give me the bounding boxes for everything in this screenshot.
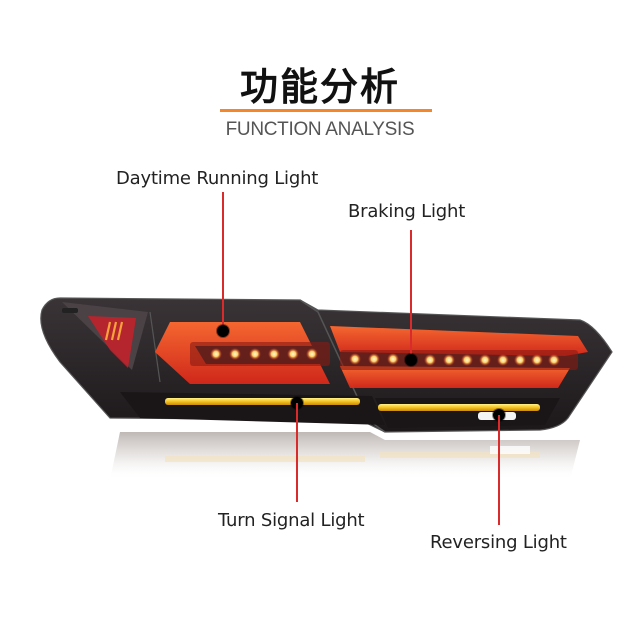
title-divider <box>220 109 432 112</box>
callout-label-turn-signal-light: Turn Signal Light <box>218 510 365 531</box>
page-title-english: FUNCTION ANALYSIS <box>225 119 415 140</box>
callout-line-daytime-running-light <box>222 192 224 331</box>
callout-label-daytime-running-light: Daytime Running Light <box>116 168 319 189</box>
callout-label-reversing-light: Reversing Light <box>430 532 567 553</box>
page-title-chinese: 功能分析 <box>239 65 400 109</box>
callout-line-braking-light <box>410 230 412 360</box>
callout-dot-daytime-running-light <box>217 325 229 337</box>
callout-line-turn-signal-light <box>296 403 298 502</box>
callout-line-reversing-light <box>498 415 500 525</box>
callout-dot-braking-light <box>405 354 417 366</box>
callout-label-braking-light: Braking Light <box>348 201 466 222</box>
